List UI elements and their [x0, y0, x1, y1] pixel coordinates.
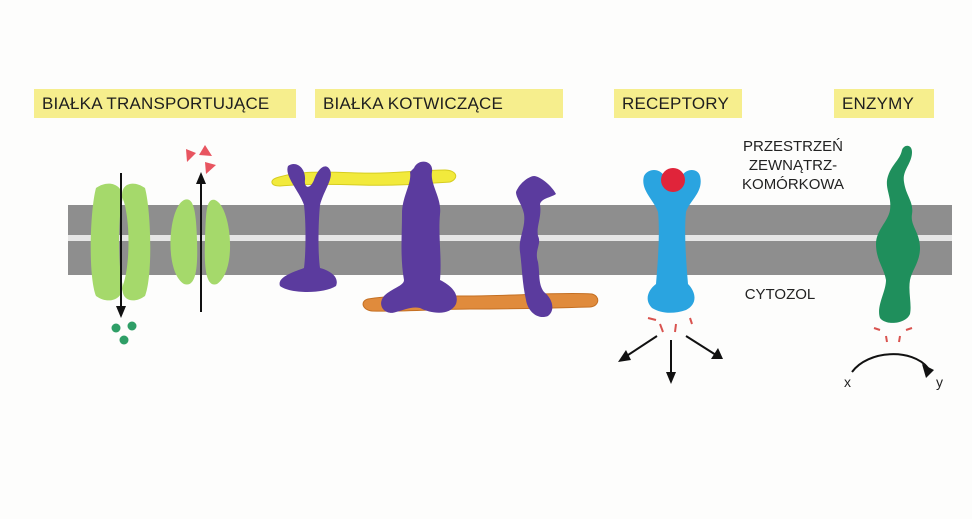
receptor-activation-marks [647, 317, 693, 333]
label-anchoring-proteins: BIAŁKA KOTWICZĄCE [315, 89, 563, 118]
channel-subunit-right [122, 183, 151, 301]
label-receptors: RECEPTORY [614, 89, 742, 118]
signal-arrows [624, 335, 717, 372]
channel-subunit-left [90, 183, 123, 301]
extracellular-line-2: ZEWNĄTRZ- [748, 157, 838, 174]
enzyme-protein [876, 145, 920, 323]
transport-arrow-in [196, 172, 206, 312]
label-extracellular-space: PRZESTRZEŃ ZEWNĄTRZ- KOMÓRKOWA [728, 137, 858, 194]
carrier-protein [170, 199, 231, 285]
label-transport-proteins: BIAŁKA TRANSPORTUJĄCE [34, 89, 296, 118]
carrier-subunit-right [204, 199, 231, 285]
extracellular-line-3: KOMÓRKOWA [742, 176, 844, 193]
extracellular-line-1: PRZESTRZEŃ [742, 138, 843, 155]
enzyme-activity-marks [873, 327, 913, 343]
carrier-subunit-left [170, 199, 198, 285]
anchor-protein-2 [381, 161, 457, 313]
receptor-protein [643, 170, 701, 313]
channel-protein [90, 183, 151, 301]
transported-molecules-extracellular [186, 145, 216, 174]
signal-ligand [661, 168, 685, 192]
anchor-protein-3 [516, 176, 556, 318]
label-enzymes: ENZYMY [834, 89, 934, 118]
signal-arrowheads [618, 348, 723, 384]
transport-arrow-out [116, 173, 126, 318]
anchor-protein-1 [279, 163, 337, 292]
product-label: y [936, 374, 943, 390]
label-cytosol: CYTOZOL [744, 286, 816, 303]
transported-molecules-cytosol [111, 321, 137, 345]
membrane-midline [68, 235, 952, 241]
reaction-arrow [851, 353, 934, 378]
substrate-label: x [844, 374, 851, 390]
